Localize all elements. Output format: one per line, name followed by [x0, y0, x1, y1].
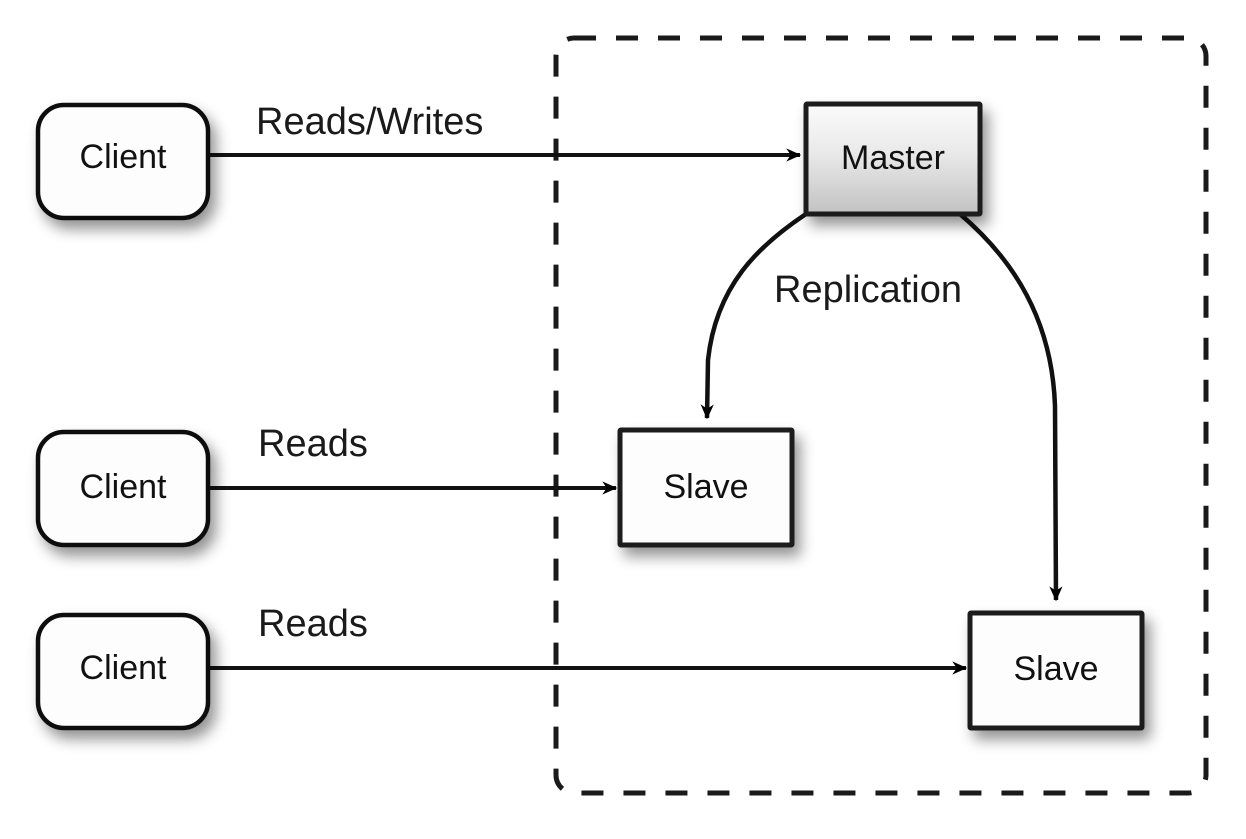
- edge-master-slave2-curve: [958, 212, 1063, 602]
- node-master-shape[interactable]: [803, 101, 983, 217]
- node-client-3[interactable]: Client: [35, 612, 211, 731]
- node-client-2-shape[interactable]: [35, 429, 211, 548]
- node-slave-1-shape[interactable]: [617, 427, 795, 548]
- node-client-3-shape[interactable]: [35, 612, 211, 731]
- node-master[interactable]: Master: [803, 101, 983, 217]
- node-slave-2[interactable]: Slave: [967, 610, 1145, 731]
- node-client-1-label: Client: [80, 138, 167, 176]
- node-client-1-shape[interactable]: [35, 102, 211, 221]
- edge-master-slave2: [958, 212, 1063, 602]
- edge-label-reads-slave-1: Reads: [258, 423, 368, 465]
- node-client-1[interactable]: Client: [35, 102, 211, 221]
- edge-label-replication: Replication: [774, 269, 962, 311]
- cluster-boundary: [553, 35, 1209, 796]
- node-client-2[interactable]: Client: [35, 429, 211, 548]
- cluster-boundary-outline: [553, 35, 1209, 796]
- node-master-label: Master: [841, 139, 945, 177]
- node-slave-1-label: Slave: [663, 468, 748, 506]
- node-slave-2-label: Slave: [1013, 650, 1098, 688]
- edge-label-reads-writes: Reads/Writes: [256, 101, 483, 143]
- node-slave-2-shape[interactable]: [967, 610, 1145, 731]
- edge-label-reads-slave-2: Reads: [258, 603, 368, 645]
- node-slave-1[interactable]: Slave: [617, 427, 795, 548]
- node-client-2-label: Client: [80, 468, 167, 506]
- edge-master-slave1-curve: [700, 212, 808, 420]
- edge-master-slave1: [700, 212, 808, 420]
- node-client-3-label: Client: [80, 649, 167, 687]
